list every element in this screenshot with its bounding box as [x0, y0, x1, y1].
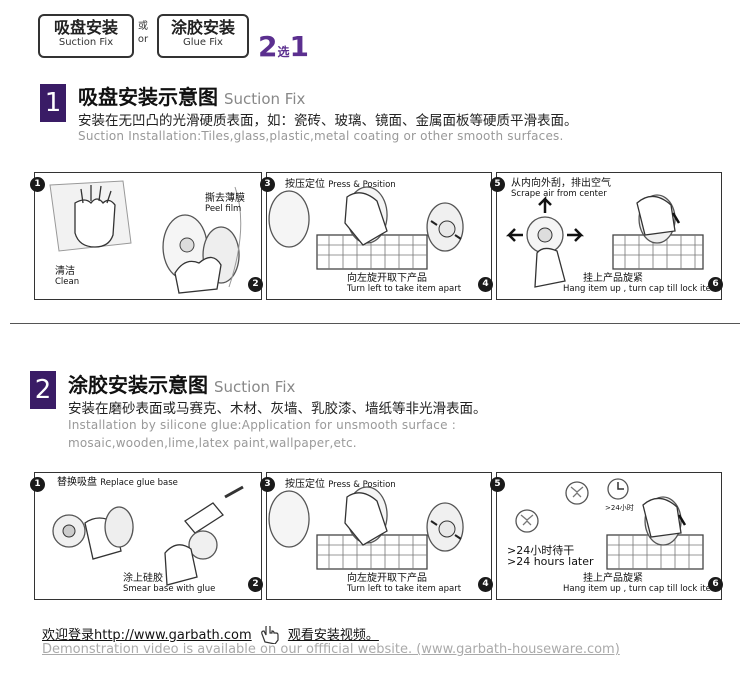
- step-6-label: 挂上产品旋紧 Hang item up , turn cap till lock…: [563, 273, 719, 295]
- option-glue-fix: 涂胶安装 Glue Fix: [157, 14, 249, 58]
- option-suction-fix: 吸盘安装 Suction Fix: [38, 14, 134, 58]
- step-1-badge: 1: [30, 177, 45, 192]
- step-2-en: Peel film: [205, 204, 245, 215]
- section-2-title-cn: 涂胶安装示意图: [68, 373, 208, 397]
- step-5-label: 从内向外刮，排出空气 Scrape air from center: [511, 178, 611, 200]
- s2-step-1-badge: 1: [30, 477, 45, 492]
- s2-step-4-label: 向左旋开取下产品 Turn left to take item apart: [347, 573, 461, 595]
- step-4-cn: 向左旋开取下产品: [347, 273, 461, 284]
- panel-wait-hang: >24小时 >24小时待干 >24 hours later 挂上产品旋紧 Han…: [496, 472, 722, 600]
- s2-step-4-cn: 向左旋开取下产品: [347, 573, 461, 584]
- s2-step-3-cn: 按压定位: [285, 479, 325, 490]
- step-4-en: Turn left to take item apart: [347, 284, 461, 295]
- or-en: or: [133, 33, 153, 46]
- section-1-title-cn: 吸盘安装示意图: [78, 85, 218, 109]
- s2-step-3-en: Press & Position: [328, 480, 396, 490]
- option-suction-cn: 吸盘安装: [40, 19, 132, 37]
- s2-step-5-en: >24 hours later: [507, 556, 594, 567]
- s2-step-4-en: Turn left to take item apart: [347, 584, 461, 595]
- s2-step-5-label: >24小时待干 >24 hours later: [507, 545, 594, 567]
- s2-step-5-badge: 5: [490, 477, 505, 492]
- s2-step-3-badge: 3: [260, 477, 275, 492]
- s2-step-6-badge: 6: [708, 577, 723, 592]
- step-1-cn: 清洁: [55, 266, 79, 277]
- s2-step-1-en: Replace glue base: [100, 478, 178, 488]
- section-1-desc: 安装在无凹凸的光滑硬质表面，如：瓷砖、玻璃、镜面、金属面板等硬质平滑表面。: [78, 109, 578, 129]
- step-3-en: Press & Position: [328, 180, 396, 190]
- section-1-title: 吸盘安装示意图 Suction Fix: [78, 81, 305, 110]
- choice-big: 2: [258, 30, 277, 63]
- section-1-title-en: Suction Fix: [224, 90, 305, 108]
- step-1-en: Clean: [55, 277, 79, 288]
- option-glue-en: Glue Fix: [159, 37, 247, 49]
- s2-step-6-en: Hang item up , turn cap till lock item: [563, 584, 719, 595]
- step-6-en: Hang item up , turn cap till lock item: [563, 284, 719, 295]
- website-link[interactable]: 欢迎登录http://www.garbath.com: [42, 628, 252, 643]
- step-4-label: 向左旋开取下产品 Turn left to take item apart: [347, 273, 461, 295]
- s2-step-4-badge: 4: [478, 577, 493, 592]
- section-2-desc: 安装在磨砂表面或马赛克、木材、灰墙、乳胶漆、墙纸等非光滑表面。: [68, 397, 487, 417]
- s2-step-6-label: 挂上产品旋紧 Hang item up , turn cap till lock…: [563, 573, 719, 595]
- s2-step-2-en: Smear base with glue: [123, 584, 215, 595]
- section-2-number: 2: [30, 371, 56, 409]
- step-5-en: Scrape air from center: [511, 189, 611, 200]
- step-6-badge: 6: [708, 277, 723, 292]
- panel-scrape-hang: 从内向外刮，排出空气 Scrape air from center 挂上产品旋紧…: [496, 172, 722, 300]
- section-2-panels: 替换吸盘 Replace glue base 涂上硅胶 Smear base w…: [30, 472, 730, 600]
- step-1-label: 清洁 Clean: [55, 266, 79, 288]
- step-3-cn: 按压定位: [285, 179, 325, 190]
- s2-step-1-cn: 替换吸盘: [57, 477, 97, 488]
- section-1-desc-en: Suction Installation:Tiles,glass,plastic…: [78, 129, 564, 143]
- step-3-badge: 3: [260, 177, 275, 192]
- section-1-number: 1: [40, 84, 66, 122]
- s2-step-2-badge: 2: [248, 577, 263, 592]
- choice-last: 1: [290, 30, 309, 63]
- hand-pointer-icon: [257, 626, 283, 644]
- clock-label: >24小时: [605, 503, 634, 514]
- section-divider: [10, 323, 740, 324]
- footer-cn-line: 欢迎登录http://www.garbath.com 观看安装视频。: [42, 624, 379, 644]
- s2-step-2-cn: 涂上硅胶: [123, 573, 215, 584]
- section-1-panels: 清洁 Clean 撕去薄膜 Peel film 1 2 按压定位 Press &…: [30, 172, 730, 300]
- or-label: 或 or: [133, 20, 153, 46]
- choose-one-label: 2选1: [258, 30, 309, 63]
- step-6-cn: 挂上产品旋紧: [563, 273, 719, 284]
- step-2-cn: 撕去薄膜: [205, 193, 245, 204]
- s2-step-6-cn: 挂上产品旋紧: [563, 573, 719, 584]
- step-2-badge: 2: [248, 277, 263, 292]
- panel-replace-smear: 替换吸盘 Replace glue base 涂上硅胶 Smear base w…: [34, 472, 262, 600]
- step-5-badge: 5: [490, 177, 505, 192]
- section-2-desc-en-2: mosaic,wooden,lime,latex paint,wallpaper…: [68, 436, 357, 450]
- s2-step-3-label: 按压定位 Press & Position: [285, 479, 396, 491]
- s2-step-2-label: 涂上硅胶 Smear base with glue: [123, 573, 215, 595]
- section-2-title: 涂胶安装示意图 Suction Fix: [68, 369, 295, 398]
- option-suction-en: Suction Fix: [40, 37, 132, 49]
- step-4-badge: 4: [478, 277, 493, 292]
- panel-clean-peel: 清洁 Clean 撕去薄膜 Peel film: [34, 172, 262, 300]
- step-3-label: 按压定位 Press & Position: [285, 179, 396, 191]
- section-2-title-en: Suction Fix: [214, 378, 295, 396]
- option-glue-cn: 涂胶安装: [159, 19, 247, 37]
- step-2-label: 撕去薄膜 Peel film: [205, 193, 245, 215]
- or-cn: 或: [133, 20, 153, 33]
- footer-en-line: Demonstration video is available on our …: [42, 642, 620, 657]
- panel-press-turn: 按压定位 Press & Position 向左旋开取下产品 Turn left…: [266, 172, 492, 300]
- section-2-desc-en-1: Installation by silicone glue:Applicatio…: [68, 418, 456, 432]
- s2-step-1-label: 替换吸盘 Replace glue base: [57, 477, 178, 489]
- footer-cn-suffix: 观看安装视频。: [288, 628, 379, 643]
- step-5-cn: 从内向外刮，排出空气: [511, 178, 611, 189]
- choice-small: 选: [277, 45, 289, 59]
- panel-s2-press-turn: 按压定位 Press & Position 向左旋开取下产品 Turn left…: [266, 472, 492, 600]
